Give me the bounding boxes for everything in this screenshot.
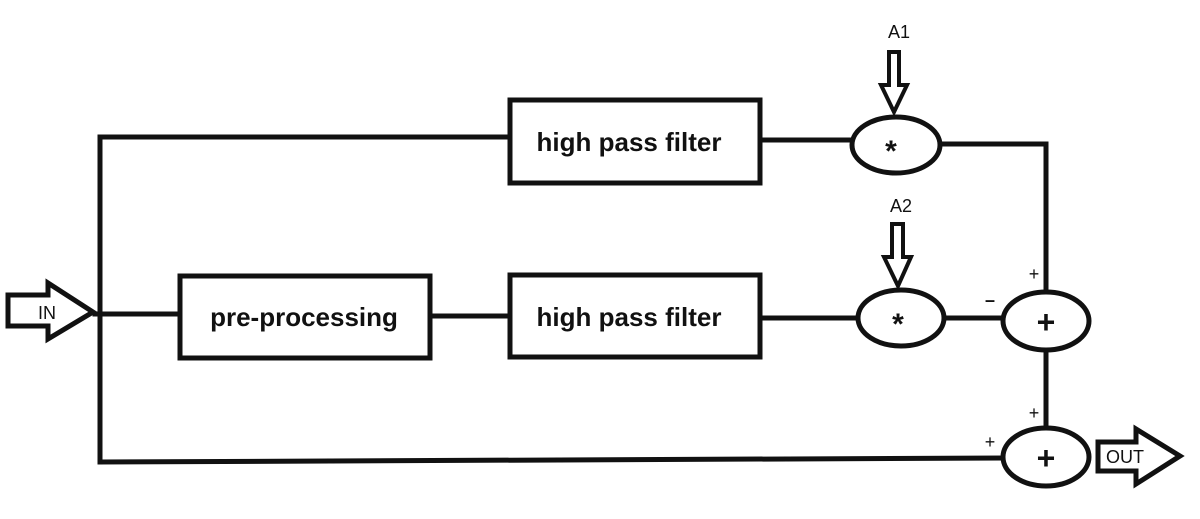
hpf-mid-box — [507, 272, 763, 360]
sum-bottom-top-sign: + — [1029, 403, 1040, 423]
input-port: IN — [5, 278, 98, 344]
wires — [92, 134, 1049, 465]
gain-a1-arrow-icon — [877, 50, 911, 117]
mult-mid-node: * — [855, 287, 947, 349]
input-arrow-icon — [5, 278, 98, 344]
hpf-top-box — [507, 97, 763, 186]
mult-mid-symbol: * — [892, 308, 904, 341]
sum-bottom-node: + — [1000, 425, 1092, 489]
output-label: OUT — [1106, 447, 1144, 467]
mult-mid-ellipse — [855, 287, 947, 349]
sum-bottom-left-sign: + — [985, 432, 996, 452]
hpf-mid-label: high pass filter — [537, 302, 722, 332]
sum-mid-node: + — [1000, 289, 1092, 353]
mult-top-to-sum-wire — [937, 141, 1049, 300]
sum-mid-left-sign: – — [985, 290, 995, 310]
output-arrow-icon — [1095, 424, 1185, 489]
gain-a2-arrow-icon — [880, 222, 915, 291]
hpf-mid-block: high pass filter — [507, 272, 763, 360]
sum-bottom-ellipse — [1000, 425, 1092, 489]
hpf-top-label: high pass filter — [537, 127, 722, 157]
mult-top-ellipse — [849, 114, 943, 176]
preprocessing-box — [177, 273, 433, 361]
gain-a1-label: A1 — [888, 22, 910, 42]
hpf-top-block: high pass filter — [507, 97, 763, 186]
sum-bottom-symbol: + — [1037, 440, 1056, 476]
preprocessing-block: pre-processing — [177, 273, 433, 361]
sum-mid-ellipse — [1000, 289, 1092, 353]
mult-top-node: * — [849, 114, 943, 176]
gain-a2-label: A2 — [890, 196, 912, 216]
sum-mid-top-sign: + — [1029, 264, 1040, 284]
input-label: IN — [38, 303, 56, 323]
bottom-branch-wire — [97, 455, 1005, 465]
preprocessing-label: pre-processing — [210, 302, 398, 332]
sum-mid-symbol: + — [1037, 304, 1056, 340]
output-port: OUT — [1095, 424, 1185, 489]
mult-top-symbol: * — [885, 135, 897, 168]
